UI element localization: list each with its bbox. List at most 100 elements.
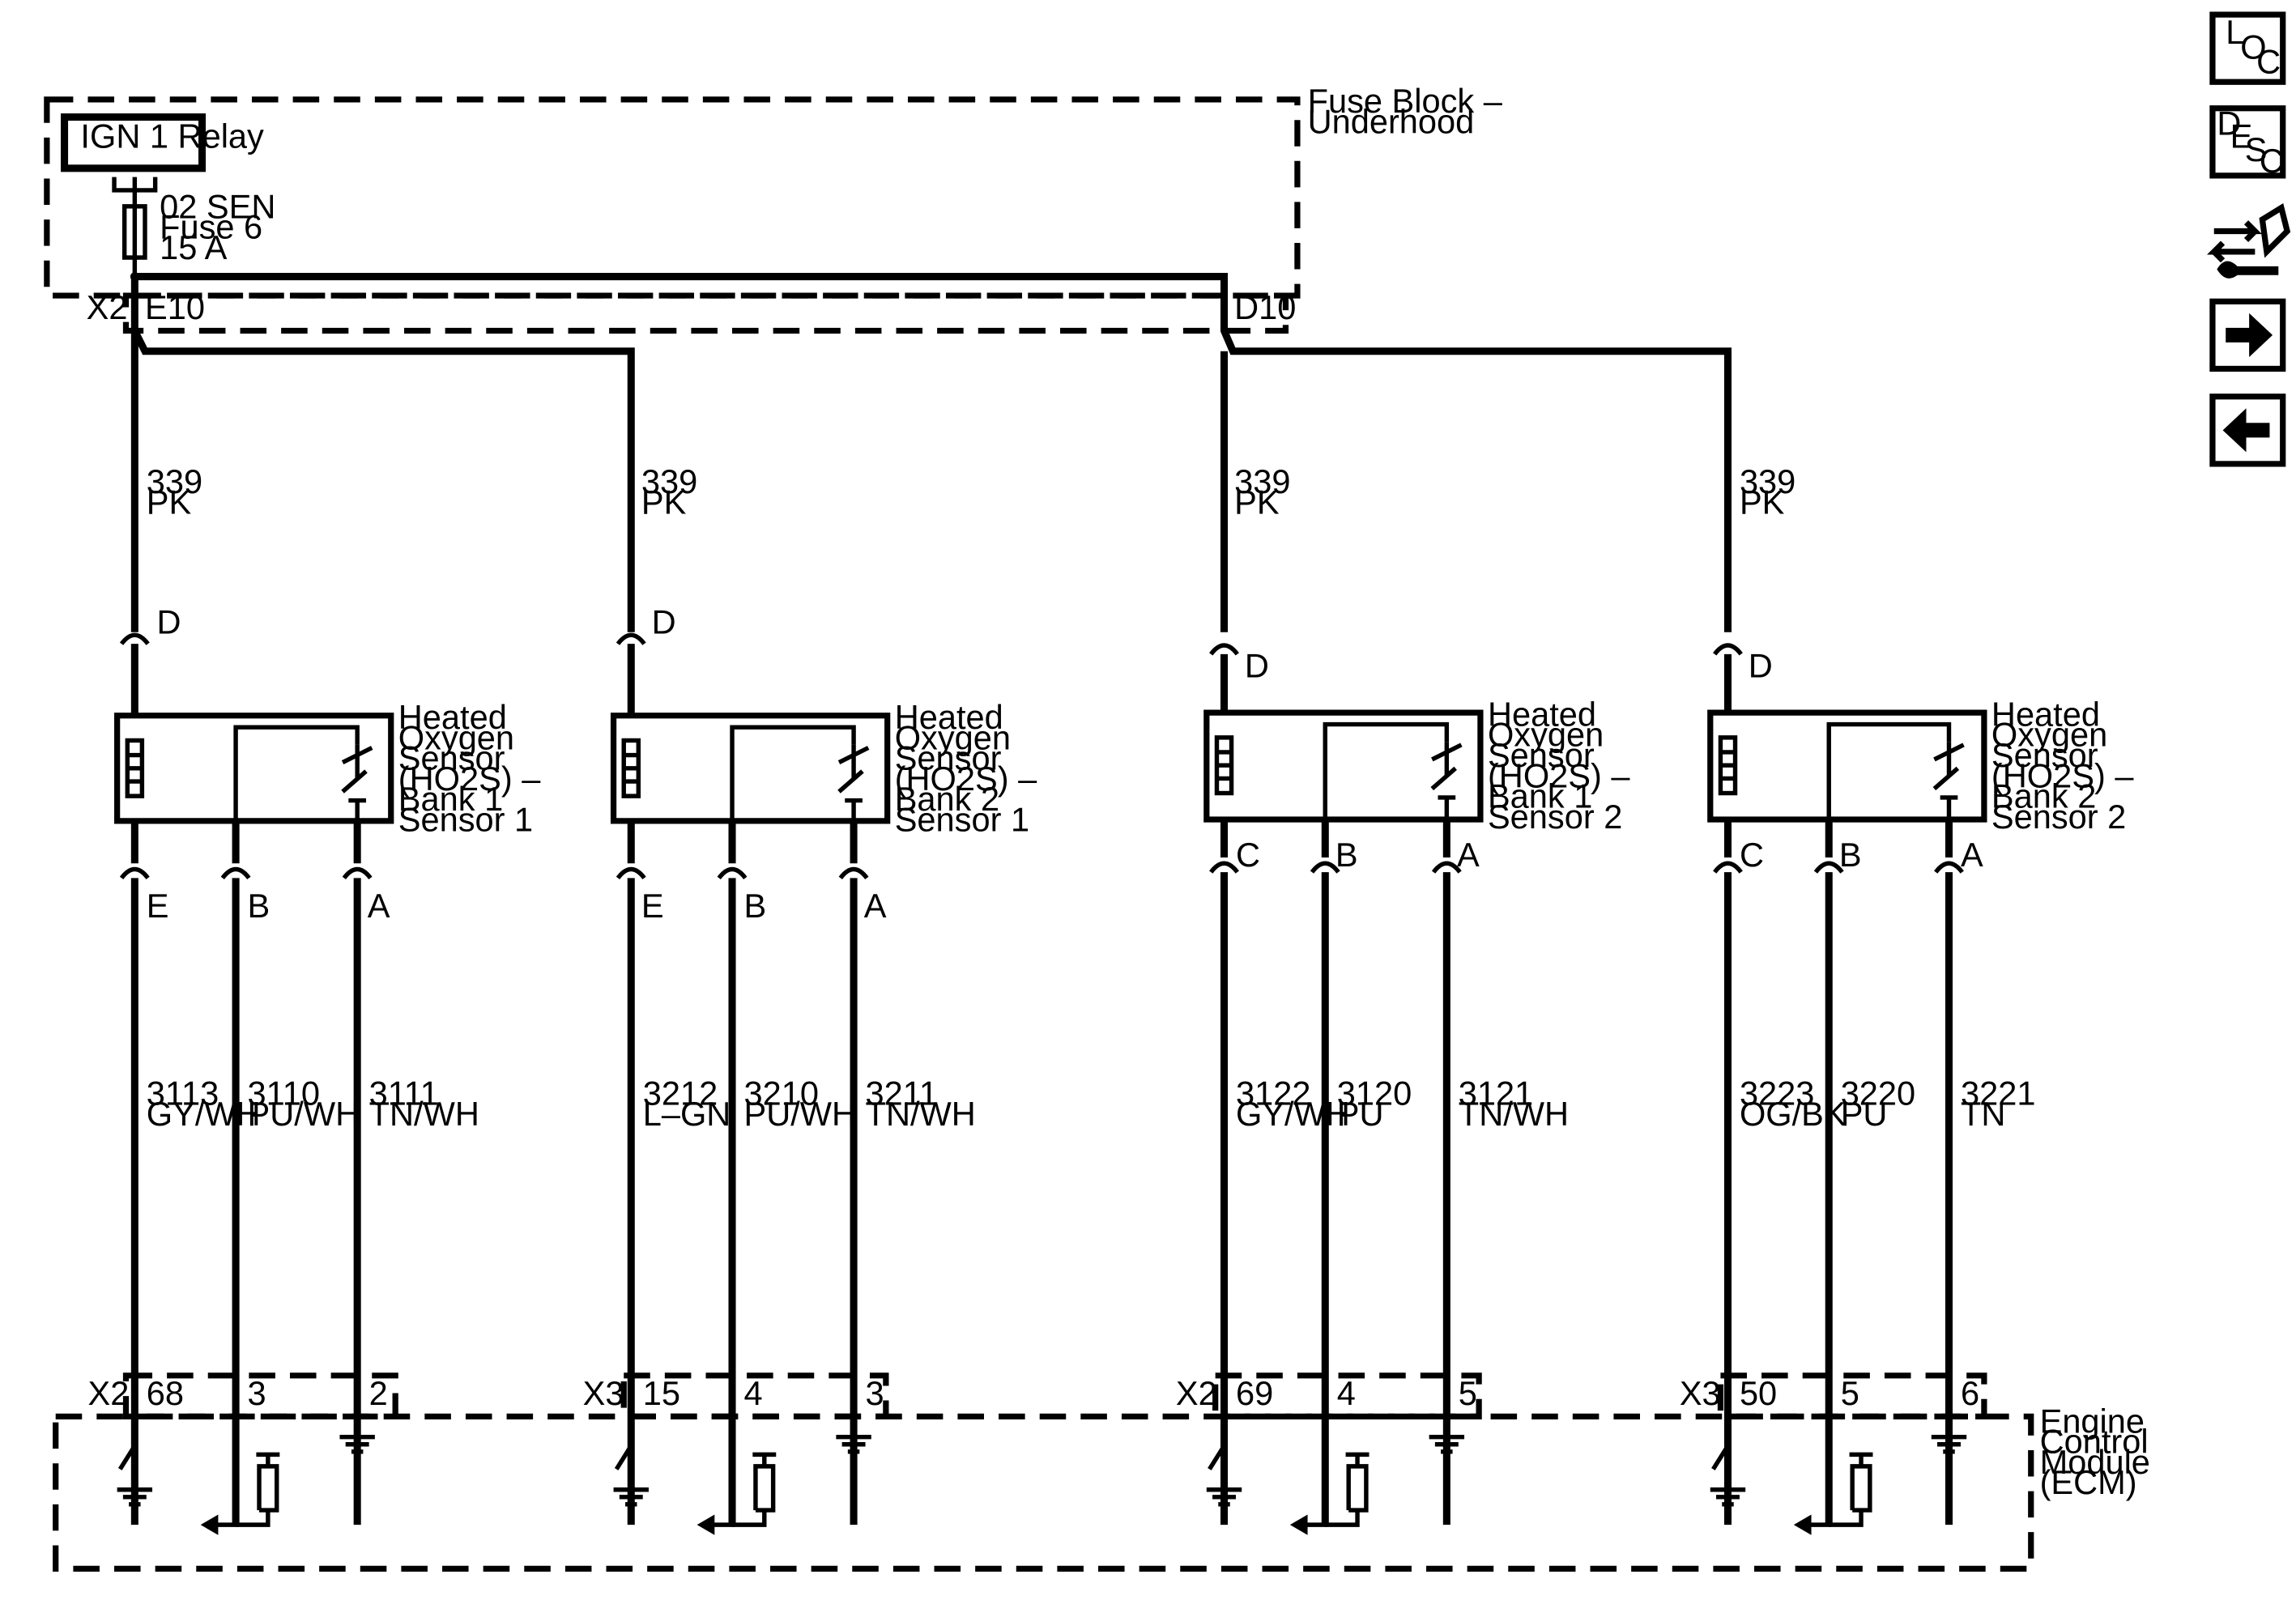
ign1-relay-box: [61, 113, 207, 172]
fuse-block-connector-x2: X2 E10 D10: [87, 288, 1296, 334]
signal-input-arrow-icon: [1793, 1514, 1812, 1535]
sensor-pin-label: B: [248, 887, 270, 925]
wrench-icon-part: [2217, 261, 2279, 279]
location-icon[interactable]: [2209, 11, 2286, 85]
heater-driver-switch-symbol: [1710, 1416, 1746, 1507]
sensor-name-line-5: Bank 1: [398, 780, 503, 818]
circuit-color: TN: [1961, 1095, 2005, 1133]
signal-input-line: [209, 1416, 238, 1527]
bias-resistor-symbol: [1325, 1452, 1370, 1527]
desc-button[interactable]: D E S C: [2209, 104, 2286, 180]
fuse-connector-name: X2: [87, 288, 128, 326]
ecm-outline: [53, 1413, 2034, 1572]
oxygen-cell-symbol: [1430, 742, 1463, 820]
circuit-color: TN/WH: [369, 1095, 479, 1133]
next-page-button[interactable]: [2209, 298, 2286, 372]
ecm-connector-outline: [1717, 1372, 1987, 1420]
sensor-name-line-5: Bank 1: [1488, 777, 1592, 815]
circuit-number: 3120: [1337, 1074, 1412, 1112]
loc-button[interactable]: L O C: [2209, 11, 2286, 85]
connector-symbol-signal-high: [1310, 861, 1340, 874]
sensor-name-line-2: Oxygen: [1991, 716, 2107, 754]
ecm-pin-label: 3: [866, 1374, 884, 1412]
oxygen-cell-symbol: [837, 744, 870, 821]
sensor-pin-label: A: [368, 887, 390, 925]
desc-letter-s: S: [2245, 130, 2268, 168]
sensor-housing: [1203, 709, 1484, 823]
connector-repair-button[interactable]: [2207, 202, 2291, 281]
circuit-number: 3211: [866, 1074, 938, 1112]
heater-driver-switch-symbol: [613, 1416, 649, 1507]
supply-circuit-2-color: PK: [641, 483, 687, 521]
sensor-pin-label: C: [1236, 836, 1260, 874]
circuit-number: 3212: [643, 1074, 718, 1112]
sensor-name-line-2: Oxygen: [895, 718, 1011, 756]
loc-letter-o: O: [2240, 28, 2266, 66]
supply-circuit-4-color: PK: [1740, 483, 1785, 521]
sensor-signal-loop: [1323, 721, 1450, 820]
sensor-name-line-6: Sensor 1: [398, 801, 533, 839]
heater-coil-symbol: [624, 752, 639, 784]
connector-symbol-heater-low: [1713, 861, 1743, 874]
low-reference-ground-icon: [339, 1416, 375, 1454]
sensor-pin-label: A: [1961, 836, 1983, 874]
ecm-pin-label: 69: [1236, 1374, 1273, 1412]
ecm-pin-label: 3: [248, 1374, 266, 1412]
ecm-pin-label: 5: [1459, 1374, 1477, 1412]
sensor-pin-label: B: [1839, 836, 1862, 874]
sensor-name-line-3: Sensor: [1488, 736, 1595, 774]
ecm-connector-name: X3: [583, 1374, 624, 1412]
heater-coil-symbol: [1216, 750, 1232, 781]
heater-driver-switch-symbol: [117, 1416, 153, 1507]
arrow-left-glyph: [2222, 408, 2270, 453]
connector-pin-d-label: D: [652, 603, 676, 641]
sensor-name-line-4: (HO2S) –: [1488, 756, 1630, 794]
supply-circuit-3-number: 339: [1234, 462, 1290, 500]
supply-circuit-1-number: 339: [147, 462, 202, 500]
ecm-connector-outline: [122, 1372, 398, 1420]
ecm-pin-label: 5: [1841, 1374, 1859, 1412]
sensor-pin-label: B: [743, 887, 766, 925]
arrow-left-icon-part: [2207, 240, 2256, 263]
previous-page-button[interactable]: [2209, 394, 2286, 467]
ecm-pin-label: 4: [743, 1374, 762, 1412]
connector-symbol-heater-low: [616, 866, 646, 880]
sensor-pin-label: B: [1335, 836, 1358, 874]
sensor-pin-label: E: [147, 887, 169, 925]
connector-symbol-d: [1209, 643, 1239, 656]
ign1-relay-label: IGN 1 Relay: [80, 117, 264, 155]
ecm-label-line2: Control: [2040, 1423, 2149, 1461]
circuit-number: 3220: [1841, 1074, 1915, 1112]
sensor-pin-label: A: [864, 887, 887, 925]
circuit-number: 3122: [1236, 1074, 1310, 1112]
ecm-label-line1: Engine: [2040, 1402, 2145, 1440]
ecm-label-line3: Module: [2040, 1443, 2150, 1481]
sensor-name-line-3: Sensor: [398, 739, 505, 777]
supply-bus-bank-side-2: [134, 273, 1732, 632]
connector-symbol-signal-low: [1934, 861, 1964, 874]
supply-circuit-2-number: 339: [641, 462, 697, 500]
bias-resistor-symbol: [236, 1452, 280, 1527]
connector-pin-d-label: D: [1749, 647, 1773, 685]
loc-letter-l: L: [2226, 13, 2244, 51]
connector-symbol-d: [1713, 643, 1743, 656]
fuse-connector-outline: [122, 292, 1289, 334]
sensor-housing: [1707, 709, 1987, 823]
ecm-connector-name: X3: [1680, 1374, 1721, 1412]
fuse-label-line1: 02 SEN: [160, 187, 275, 225]
sensor-housing: [610, 713, 891, 824]
connector-symbol-heater-low: [1209, 861, 1239, 874]
sensor-housing: [114, 713, 394, 824]
bias-resistor-symbol: [1829, 1452, 1873, 1527]
fuse-block-label-line2: Underhood: [1308, 102, 1475, 140]
circuit-color: PU: [1841, 1095, 1888, 1133]
bias-resistor-symbol: [732, 1452, 777, 1527]
sensor-name-line-6: Sensor 1: [895, 801, 1029, 839]
sensor-signal-loop: [1826, 721, 1952, 820]
ecm-pin-label: 4: [1337, 1374, 1356, 1412]
description-icon[interactable]: [2209, 105, 2286, 179]
